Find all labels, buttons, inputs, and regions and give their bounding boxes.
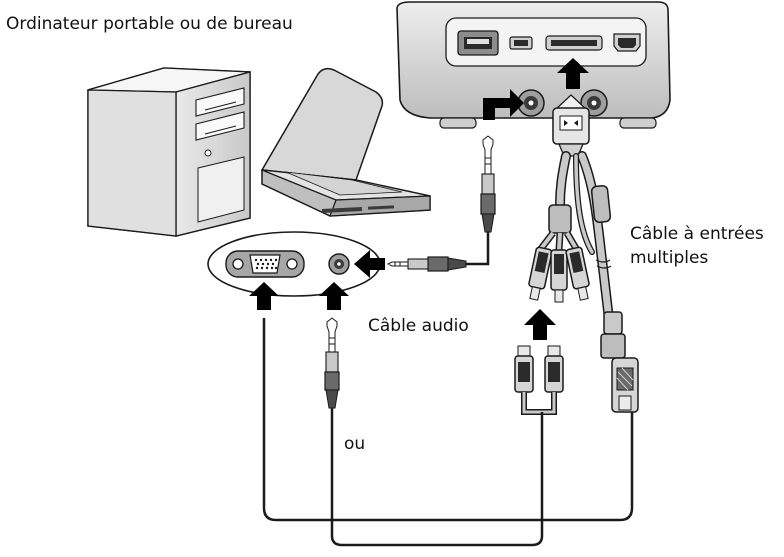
rca-pair-plugs [514, 345, 564, 415]
arrow-into-audio-jack [483, 89, 524, 120]
vga-plug [600, 311, 639, 413]
cable-runs [262, 318, 634, 547]
multi-cable-label: Câble à entrées multiples [630, 222, 780, 270]
arrow-up-rca [524, 309, 556, 340]
multi-input-port [545, 35, 603, 51]
projector-audio-jack [517, 89, 545, 117]
ferrite-bead-component [548, 204, 572, 234]
hdmi-port [613, 33, 641, 52]
arrow-up-audio-port [319, 282, 349, 310]
audio-cable-horizontal [386, 232, 490, 272]
computer-vga-port [225, 250, 305, 278]
component-rca-plugs [528, 230, 590, 303]
audio-cable-label: Câble audio [368, 316, 469, 336]
mini-usb-port [509, 36, 533, 50]
multi-cable-label-line1: Câble à entrées [630, 224, 764, 244]
usb-port [457, 30, 499, 56]
desktop-tower [87, 67, 251, 237]
audio-cable-lower-plug [324, 317, 340, 409]
laptop [260, 67, 431, 217]
or-label: ou [344, 434, 366, 454]
ferrite-bead-vga [590, 185, 612, 223]
multi-cable-label-line2: multiples [630, 248, 709, 268]
arrow-up-multi-port [557, 58, 589, 89]
arrow-up-vga-port [249, 282, 279, 310]
projector [396, 1, 671, 129]
arrow-left-audio-jack [354, 250, 385, 278]
audio-cable-vertical-plug [480, 135, 496, 233]
computer-label: Ordinateur portable ou de bureau [6, 14, 293, 34]
computer-audio-jack [328, 253, 350, 275]
